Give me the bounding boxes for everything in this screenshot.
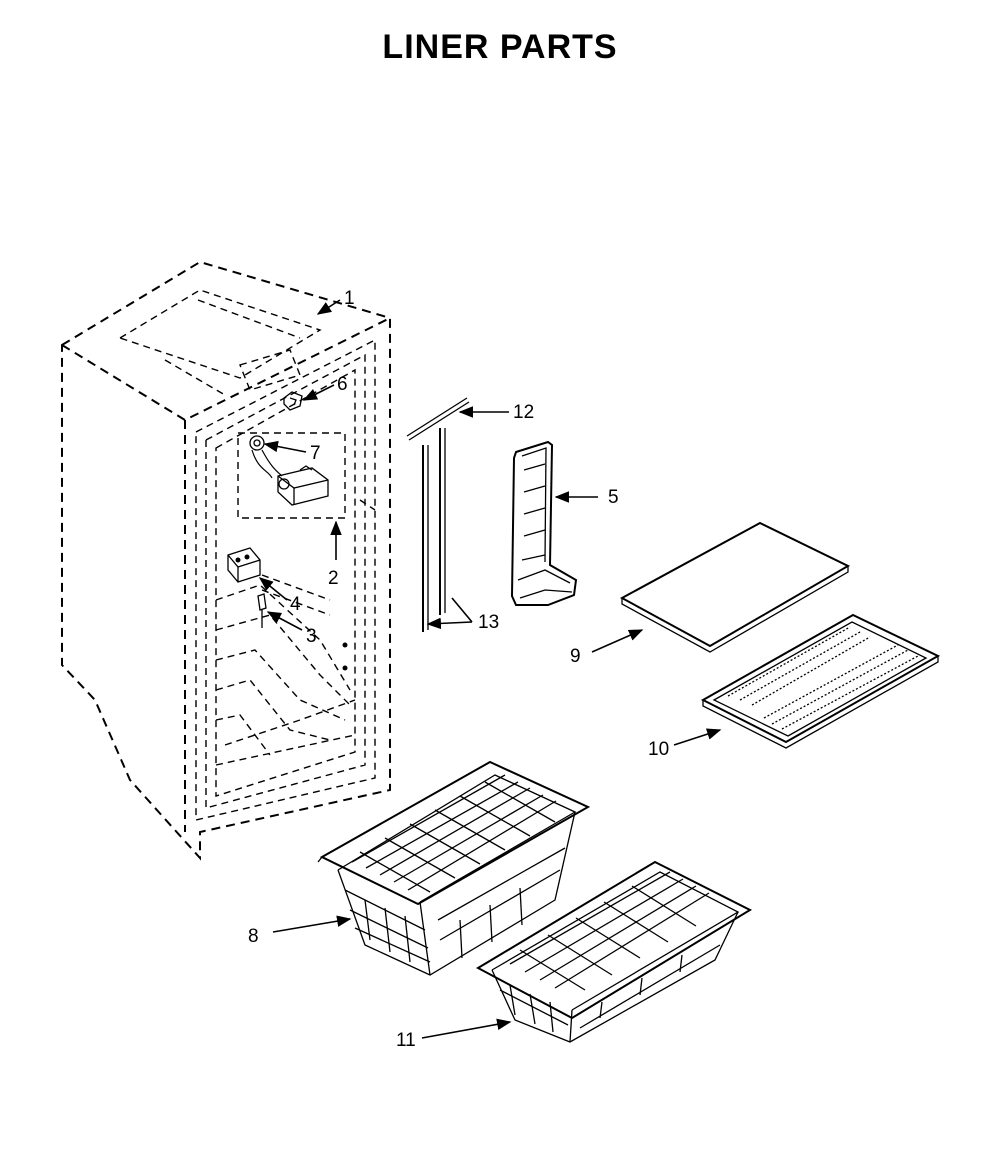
- callout-arrows: [258, 299, 722, 1039]
- callout-4: 4: [290, 594, 301, 615]
- callout-1: 1: [344, 288, 355, 309]
- callout-6: 6: [337, 374, 348, 395]
- callout-5: 5: [608, 487, 619, 508]
- bulb-part: [257, 593, 267, 628]
- knob-part: [283, 391, 303, 411]
- page-title: LINER PARTS: [382, 28, 618, 66]
- callout-13: 13: [478, 612, 499, 633]
- air-duct-cover: [510, 440, 578, 606]
- callout-10: 10: [648, 739, 669, 760]
- callout-8: 8: [248, 926, 259, 947]
- callout-11: 11: [396, 1030, 416, 1051]
- callout-7: 7: [310, 443, 321, 464]
- glass-shelf: [619, 521, 851, 653]
- light-socket: [227, 547, 261, 583]
- liner-cabinet: [61, 260, 391, 861]
- small-wire-basket: [475, 860, 753, 1043]
- thermostat-assembly: [249, 435, 329, 506]
- callout-12: 12: [513, 402, 534, 423]
- large-wire-basket: [317, 760, 591, 976]
- wire-shelf: [700, 613, 941, 749]
- trim-strips: [406, 397, 470, 632]
- callout-2: 2: [328, 568, 339, 589]
- callout-9: 9: [570, 646, 581, 667]
- callout-3: 3: [306, 626, 317, 647]
